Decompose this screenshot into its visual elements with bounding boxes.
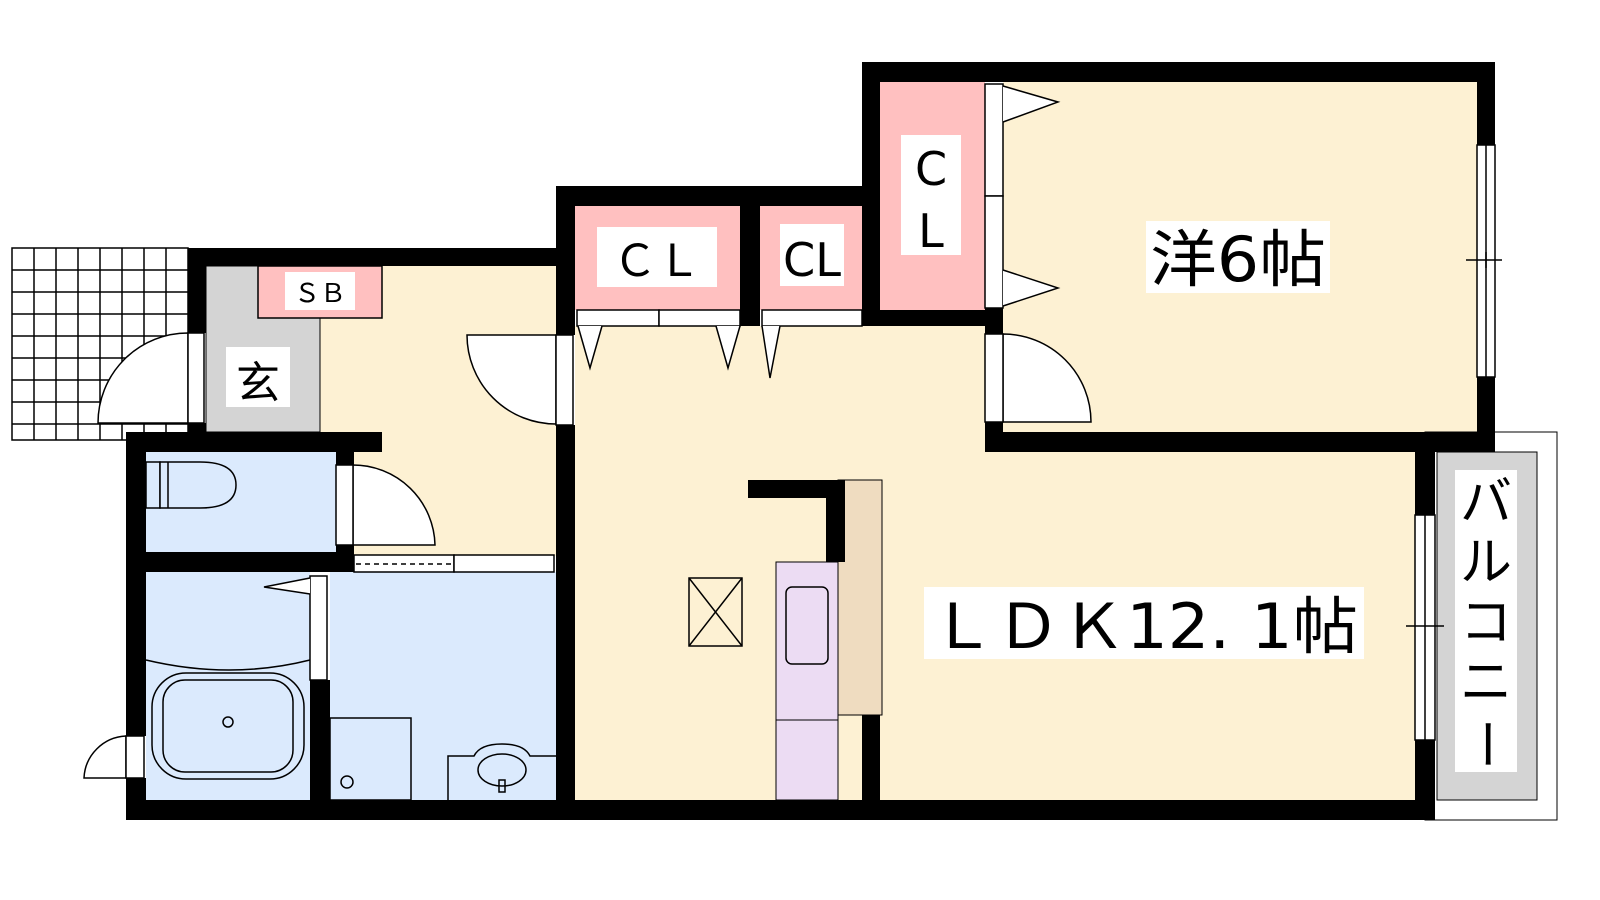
washroom <box>330 572 556 800</box>
windows <box>1406 144 1502 741</box>
drain-icon <box>340 775 354 789</box>
entrance-label: 玄 <box>236 358 280 409</box>
toilet-icon <box>145 461 237 509</box>
shoe-box-label: ＳＢ <box>294 279 346 309</box>
balcony-label: バ ル コ ニ ー <box>1455 473 1515 770</box>
bathtub-icon <box>145 659 311 780</box>
ldk-label: ＬＤＫ12. 1帖 <box>930 590 1358 663</box>
western-room-label: 洋6帖 <box>1150 223 1326 296</box>
closet-2-label: CL <box>783 233 841 287</box>
balcony-label-char: ニ <box>1460 653 1512 713</box>
kitchen-sink <box>785 586 829 665</box>
balcony-label-char: コ <box>1460 593 1512 653</box>
closet-3-label-l: L <box>918 204 944 258</box>
walls <box>126 62 1495 820</box>
balcony-label-char: ル <box>1460 533 1512 593</box>
closet-1-label: ＣＬ <box>613 236 701 287</box>
kitchen-counter <box>837 479 883 716</box>
refrigerator-space <box>688 577 743 647</box>
closet-doors <box>576 83 1061 379</box>
closet-3-label-c: C <box>915 142 947 196</box>
balcony-label-char: ー <box>1455 718 1515 770</box>
balcony-label-char: バ <box>1460 473 1512 533</box>
bathroom <box>146 572 310 800</box>
wash-basin-icon <box>447 743 556 800</box>
